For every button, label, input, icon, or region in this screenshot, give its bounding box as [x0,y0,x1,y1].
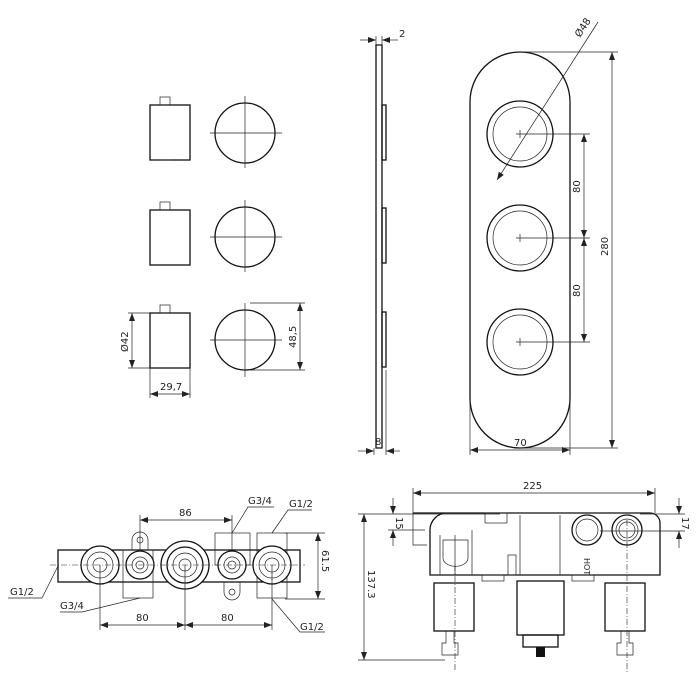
knob-side-view-1 [149,96,191,161]
knob-height-label: 48,5 [288,326,299,348]
top-right-inlet-label: G1/2 [289,499,313,510]
knob-front-view-3 [210,303,282,377]
right-spacing-label: 80 [221,613,234,624]
body-width-label: 225 [523,481,542,492]
knob-dimensions: Ø42 29,7 48,5 [119,302,305,398]
hole-diameter-label: Ø48 [572,16,593,40]
knob-diameter-label: Ø42 [119,331,131,352]
body-plan-view: 86 80 80 61.5 G1/2 G3/4 G3/4 G1/2 G1/2 [8,496,330,633]
knob-views: Ø42 29,7 48,5 [119,96,305,398]
plate-thickness-bottom-label: 8 [375,437,381,448]
top-outlet-label: G3/4 [248,496,272,507]
left-offset-label: 15 [393,517,404,530]
knob-depth-label: 29,7 [160,382,182,393]
knob-front-view-2 [210,200,282,272]
hot-port [571,514,603,546]
left-spacing-label: 80 [136,613,149,624]
knob-side-view-3 [149,304,191,369]
plate-height-label: 280 [600,237,611,256]
plate-width-label: 70 [514,438,527,449]
bottom-right-inlet-label: G1/2 [300,622,324,633]
knob-side-view-2 [149,201,191,266]
depth-label: 61.5 [319,550,330,572]
right-offset-label: 17 [679,517,690,530]
knob-front-view-1 [210,96,282,168]
hole-spacing-2-label: 80 [572,284,583,297]
left-inlet-label: G1/2 [10,587,34,598]
bottom-outlet-label: G3/4 [60,601,84,612]
hole-spacing-1-label: 80 [572,180,583,193]
cold-port [611,514,643,546]
plate-side-view: 2 8 [358,29,405,455]
hot-label: HOT [582,558,591,575]
body-front-view: HOT 225 15 17 137.3 [358,481,690,672]
body-height-label: 137.3 [365,570,376,599]
center-spacing-label: 86 [179,508,192,519]
plate-thickness-top-label: 2 [399,29,405,40]
plate-front-view: Ø48 80 80 280 70 [469,16,618,455]
